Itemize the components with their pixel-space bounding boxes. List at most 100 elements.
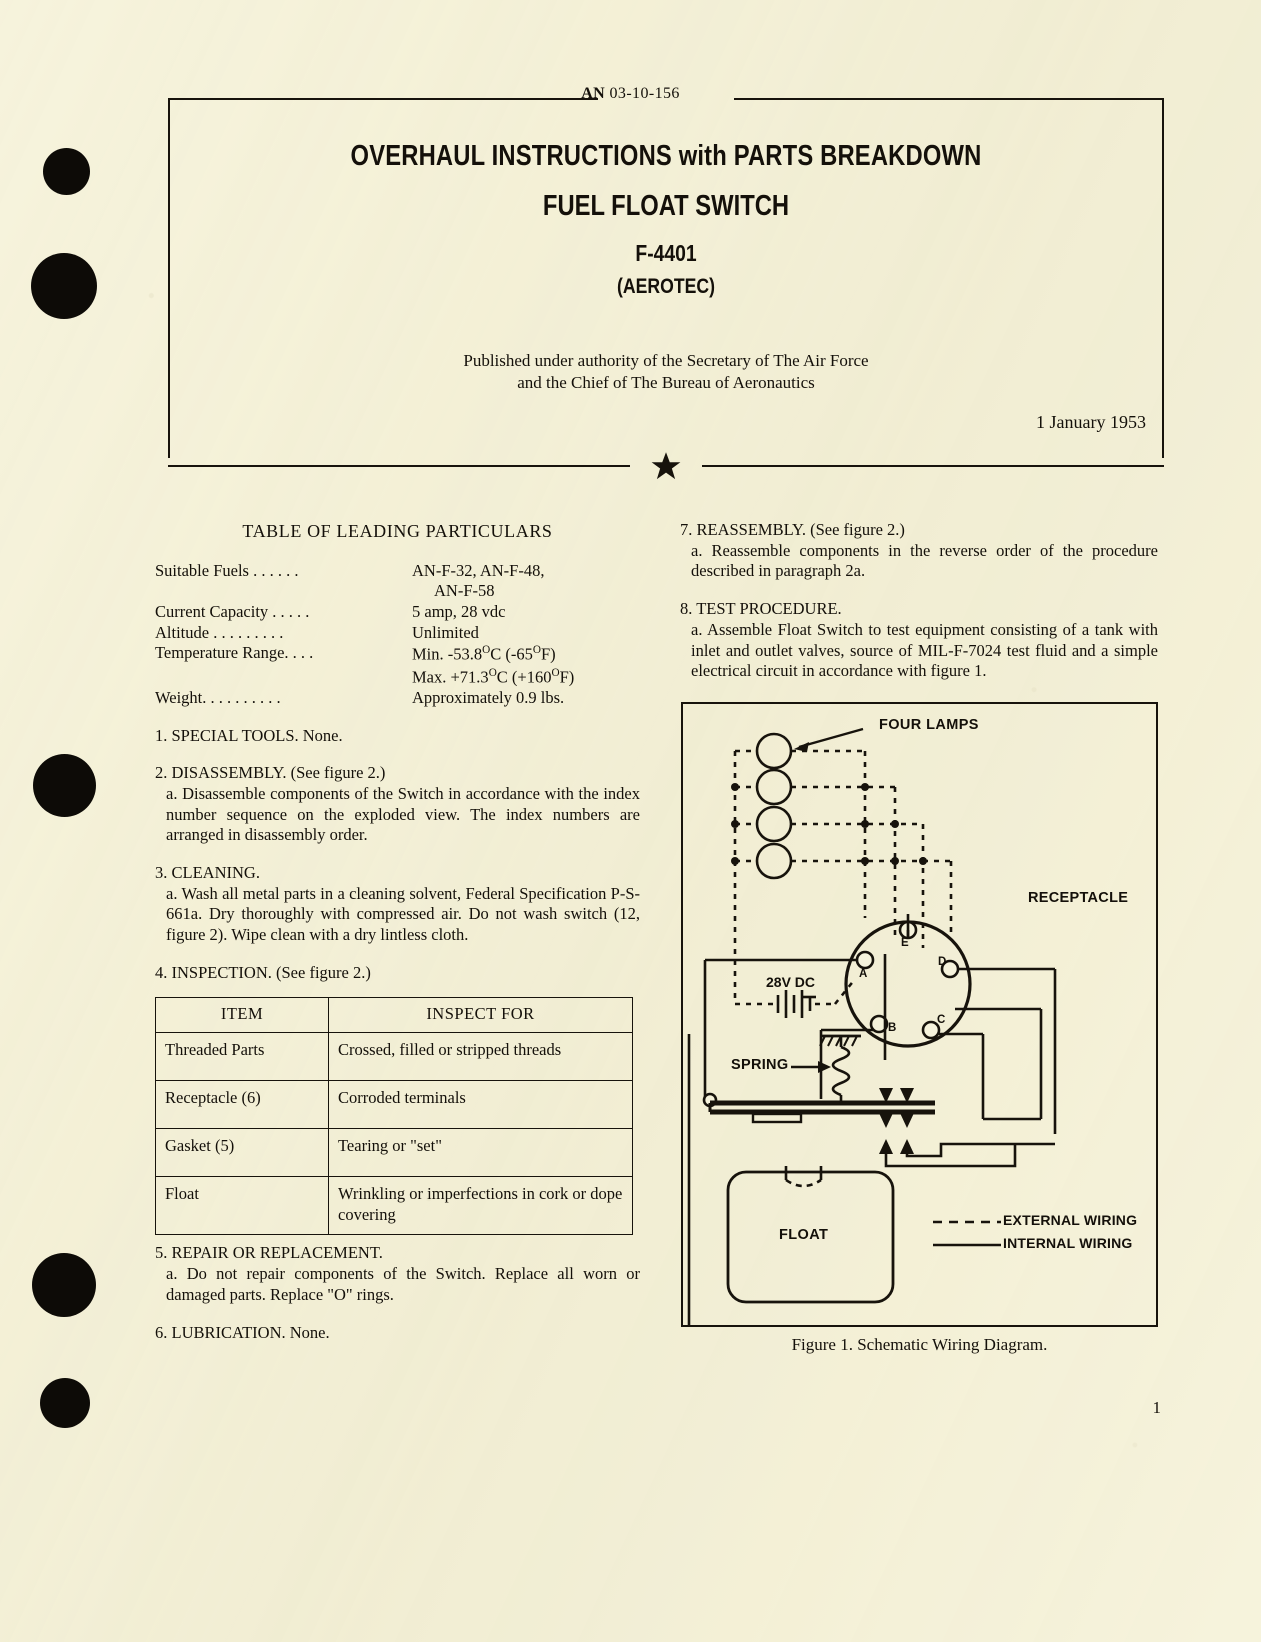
paragraph-heading: 4. INSPECTION. (See figure 2.) [155,962,371,982]
particular-label: Weight. . . . . . . . . . [155,687,281,707]
terminal-label-e: E [901,937,909,949]
page-number: 1 [1152,1398,1162,1417]
table-row: Altitude . . . . . . . . . Unlimited [155,623,640,644]
particular-label: Altitude . . . . . . . . . [155,622,284,642]
float-symbol [726,1166,895,1304]
legend-symbols [933,1220,1001,1247]
punch-hole [31,253,97,319]
column-header-item: ITEM [155,996,329,1034]
four-lamps-callout [794,727,864,752]
punch-hole [32,1253,96,1317]
title-box-right-border [1162,98,1164,458]
leading-particulars-heading: TABLE OF LEADING PARTICULARS [242,521,553,541]
cell-inspect-for: Corroded terminals [328,1080,633,1130]
particular-value-cont: Max. +71.3OC (+160OF) [412,666,575,687]
paragraph-heading: 8. TEST PROCEDURE. [680,599,842,619]
page-title: OVERHAUL INSTRUCTIONS with PARTS BREAKDO… [350,140,982,172]
table-row: Current Capacity . . . . . 5 amp, 28 vdc [155,602,640,623]
leading-particulars-table: Suitable Fuels . . . . . . AN-F-32, AN-F… [155,561,640,709]
paragraph-heading: 2. DISASSEMBLY. (See figure 2.) [155,763,386,783]
table-row: Threaded Parts Crossed, filled or stripp… [155,1032,633,1082]
paragraph-body: a. Assemble Float Switch to test equipme… [691,619,1158,681]
cell-item: Threaded Parts [155,1032,329,1082]
internal-wiring [703,914,1057,1134]
table-row: Gasket (5) Tearing or "set" [155,1128,633,1178]
title-box-left-border [168,98,170,458]
header-rule-right [734,98,1164,100]
table-row: Float Wrinkling or imperfections in cork… [155,1176,633,1236]
an-prefix: AN [581,85,606,102]
left-column: TABLE OF LEADING PARTICULARS Suitable Fu… [155,520,640,1343]
label-supply-voltage: 28V DC [766,974,816,990]
paragraph-body: a. Reassemble components in the reverse … [691,540,1158,581]
particular-value: 5 amp, 28 vdc [412,601,506,621]
terminal-label-c: C [937,1014,946,1026]
terminal-label-b: B [888,1022,897,1034]
paragraph-heading: 6. LUBRICATION. None. [155,1322,330,1342]
divider-line-right [702,465,1164,467]
label-external-wiring: EXTERNAL WIRING [1003,1212,1138,1228]
table-row: Max. +71.3OC (+160OF) [155,666,640,688]
cell-item: Gasket (5) [155,1128,329,1178]
table-row: Receptacle (6) Corroded terminals [155,1080,633,1130]
terminal-label-d: D [938,956,947,968]
figure-1-box: FOUR LAMPS 28V DC RECEPTACLE SPRING FLOA… [681,702,1158,1327]
header-rule-left [168,98,598,100]
punch-hole [43,148,90,195]
particular-value-cont: AN-F-58 [434,581,495,601]
particular-value: Unlimited [412,622,479,642]
schematic-wiring-diagram [687,727,1057,1325]
label-spring: SPRING [731,1057,789,1073]
paragraph-body: a. Disassemble components of the Switch … [166,783,640,845]
star-divider [168,452,1164,480]
an-number: AN 03-10-156 [0,85,1261,103]
table-header-row: ITEM INSPECT FOR [155,996,633,1034]
paragraph-reassembly: 7. REASSEMBLY. (See figure 2.) a. Reasse… [680,520,1158,582]
paragraph-body: a. Do not repair components of the Switc… [166,1264,640,1304]
divider-line-left [168,465,630,467]
table-row: Temperature Range. . . . Min. -53.8OC (-… [155,643,640,665]
punch-hole [33,754,96,817]
junction-dots [731,783,927,865]
particular-label: Temperature Range. . . . [155,643,314,663]
paragraph-test-procedure: 8. TEST PROCEDURE. a. Assemble Float Swi… [680,599,1158,682]
paragraph-heading: 7. REASSEMBLY. (See figure 2.) [680,520,905,539]
page-subtitle: FUEL FLOAT SWITCH [542,190,790,222]
table-row: Weight. . . . . . . . . . Approximately … [155,688,640,709]
manufacturer: (AEROTEC) [616,275,715,298]
paragraph-heading: 1. SPECIAL TOOLS. None. [155,725,343,745]
star-icon [651,452,681,480]
label-float: FLOAT [779,1227,829,1243]
inspection-table: ITEM INSPECT FOR Threaded Parts Crossed,… [155,996,633,1236]
paragraph-disassembly: 2. DISASSEMBLY. (See figure 2.) a. Disas… [155,763,640,846]
label-four-lamps: FOUR LAMPS [879,717,979,733]
paragraph-body: a. Wash all metal parts in a cleaning so… [166,883,640,945]
table-row: Suitable Fuels . . . . . . AN-F-32, AN-F… [155,561,640,582]
authority-statement: Published under authority of the Secreta… [168,350,1164,394]
paragraph-cleaning: 3. CLEANING. a. Wash all metal parts in … [155,863,640,946]
authority-line-1: Published under authority of the Secreta… [463,351,869,370]
cell-inspect-for: Wrinkling or imperfections in cork or do… [328,1176,633,1236]
cell-inspect-for: Tearing or "set" [328,1128,633,1178]
particular-value: AN-F-32, AN-F-48, [412,560,545,580]
an-number-value: 03-10-156 [609,85,680,102]
right-column: 7. REASSEMBLY. (See figure 2.) a. Reasse… [680,520,1158,682]
cell-item: Receptacle (6) [155,1080,329,1130]
publication-date: 1 January 1953 [1036,412,1146,432]
authority-line-2: and the Chief of The Bureau of Aeronauti… [517,372,815,392]
cell-inspect-for: Crossed, filled or stripped threads [328,1032,633,1082]
paragraph-repair: 5. REPAIR OR REPLACEMENT. a. Do not repa… [155,1243,640,1305]
paragraph-heading: 5. REPAIR OR REPLACEMENT. [155,1243,383,1263]
model-number: F-4401 [635,240,697,266]
paragraph-special-tools: 1. SPECIAL TOOLS. None. [155,726,640,747]
punch-hole [40,1378,90,1428]
lamp-symbols [755,732,793,880]
figure-caption: Figure 1. Schematic Wiring Diagram. [791,1335,1048,1354]
particular-label: Suitable Fuels . . . . . . [155,560,299,580]
paragraph-inspection: 4. INSPECTION. (See figure 2.) [155,963,640,984]
column-header-inspect-for: INSPECT FOR [328,996,633,1034]
cell-item: Float [155,1176,329,1236]
switch-assembly [702,1034,1055,1168]
paragraph-heading: 3. CLEANING. [155,863,260,883]
